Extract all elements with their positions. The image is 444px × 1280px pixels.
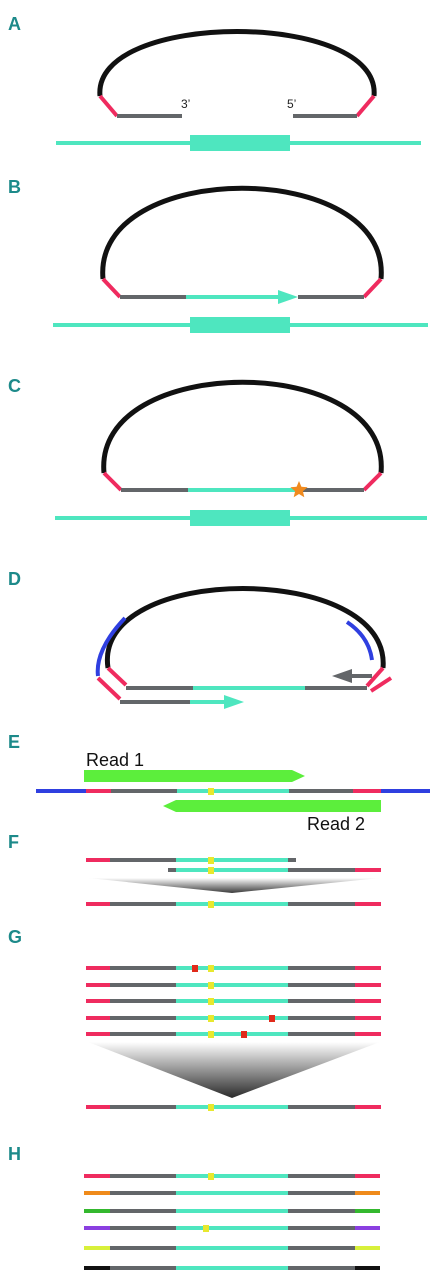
read-1-label: Read 1 xyxy=(86,750,144,770)
forward-primer-arrowhead xyxy=(224,695,244,709)
variant-marker xyxy=(208,1173,214,1180)
panel-a: A 3’ 5’ xyxy=(8,14,421,151)
primer-adapter-right xyxy=(345,620,374,661)
g-consensus-read xyxy=(86,1104,381,1111)
panel-c-label: C xyxy=(8,376,21,396)
g-read-1 xyxy=(86,965,381,972)
h-read-barcode-1 xyxy=(84,1173,380,1180)
panel-e-label: E xyxy=(8,732,20,752)
target-region xyxy=(190,135,290,151)
panel-d: D xyxy=(8,569,393,709)
variant-marker xyxy=(208,1104,214,1111)
panel-e: E Read 1 Read 2 xyxy=(8,732,430,834)
target-region xyxy=(190,317,290,333)
variant-marker xyxy=(208,998,214,1005)
ligation-arm-right xyxy=(362,277,383,299)
arm-left-outer xyxy=(96,676,122,701)
panel-d-label: D xyxy=(8,569,21,589)
three-prime-end-label: 3’ xyxy=(181,97,190,111)
panel-c: C xyxy=(8,376,427,526)
read-2-label: Read 2 xyxy=(307,814,365,834)
panel-g: G xyxy=(8,927,381,1111)
arm-right-inner xyxy=(365,666,385,688)
merge-funnel xyxy=(88,878,380,893)
ligation-arm-left xyxy=(98,94,119,118)
panel-f-label: F xyxy=(8,832,19,852)
panel-h: H xyxy=(8,1144,380,1270)
panel-b-label: B xyxy=(8,177,21,197)
variant-marker xyxy=(203,1225,209,1232)
ligation-star-icon xyxy=(290,481,308,498)
ligation-arm-right xyxy=(355,94,376,118)
read-2-arrow xyxy=(163,800,381,812)
panel-b: B xyxy=(8,177,428,333)
consensus-funnel xyxy=(88,1042,380,1098)
variant-marker xyxy=(208,982,214,989)
variant-marker xyxy=(208,788,214,795)
g-read-5 xyxy=(86,1031,381,1038)
g-read-3 xyxy=(86,998,381,1005)
g-read-2 xyxy=(86,982,381,989)
reverse-primer-arrowhead xyxy=(332,669,352,683)
ligation-arm-left xyxy=(101,277,122,299)
read-1-arrow xyxy=(84,770,305,782)
f-merged-variant xyxy=(208,901,214,908)
arm-right-outer xyxy=(369,676,393,693)
panel-g-label: G xyxy=(8,927,22,947)
extension-arrowhead xyxy=(278,290,298,304)
five-prime-end-label: 5’ xyxy=(287,97,296,111)
ligation-arm-right xyxy=(362,471,383,492)
mip-backbone-arc xyxy=(101,379,384,474)
mip-backbone-arc xyxy=(100,185,384,280)
h-read-barcode-4 xyxy=(84,1225,380,1232)
g-read-4 xyxy=(86,1015,381,1022)
f-read2-variant xyxy=(208,867,214,874)
sequencing-error xyxy=(192,965,198,972)
sequencing-error xyxy=(241,1031,247,1038)
f-read1-variant xyxy=(208,857,214,864)
variant-marker xyxy=(208,1015,214,1022)
panel-f: F xyxy=(8,832,381,908)
ligation-arm-left xyxy=(102,471,123,492)
panel-h-label: H xyxy=(8,1144,21,1164)
mip-circle-arc xyxy=(105,586,386,669)
sequencing-error xyxy=(269,1015,275,1022)
variant-marker xyxy=(208,965,214,972)
arm-left-inner xyxy=(106,666,128,687)
variant-marker xyxy=(208,1031,214,1038)
target-region xyxy=(190,510,290,526)
mip-backbone-arc xyxy=(97,29,377,97)
panel-a-label: A xyxy=(8,14,21,34)
primer-adapter-left xyxy=(95,616,127,677)
